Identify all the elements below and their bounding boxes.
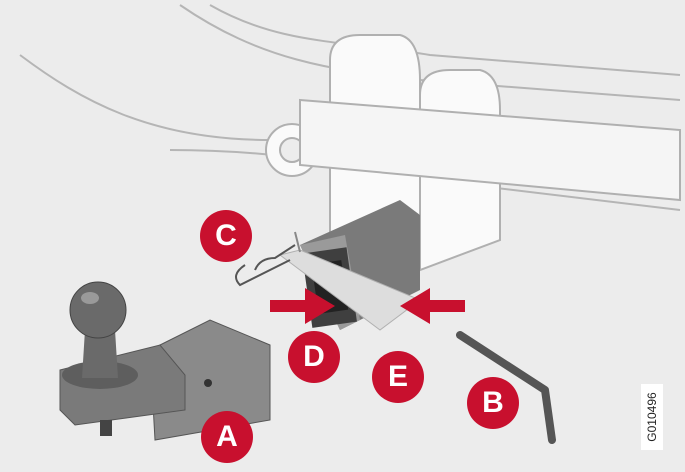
arrow-d-icon bbox=[270, 288, 335, 324]
label-c: C bbox=[200, 210, 252, 262]
clip-pin bbox=[235, 231, 301, 287]
label-e: E bbox=[372, 351, 424, 403]
ball-mount bbox=[59, 281, 271, 441]
label-a: A bbox=[201, 411, 253, 463]
cross-tube bbox=[299, 98, 681, 202]
label-d: D bbox=[288, 331, 340, 383]
label-b: B bbox=[467, 377, 519, 429]
arrow-e-icon bbox=[400, 288, 465, 324]
figure-code: G010496 bbox=[641, 384, 663, 450]
figure-code-text: G010496 bbox=[645, 392, 659, 442]
hex-key bbox=[456, 331, 556, 444]
